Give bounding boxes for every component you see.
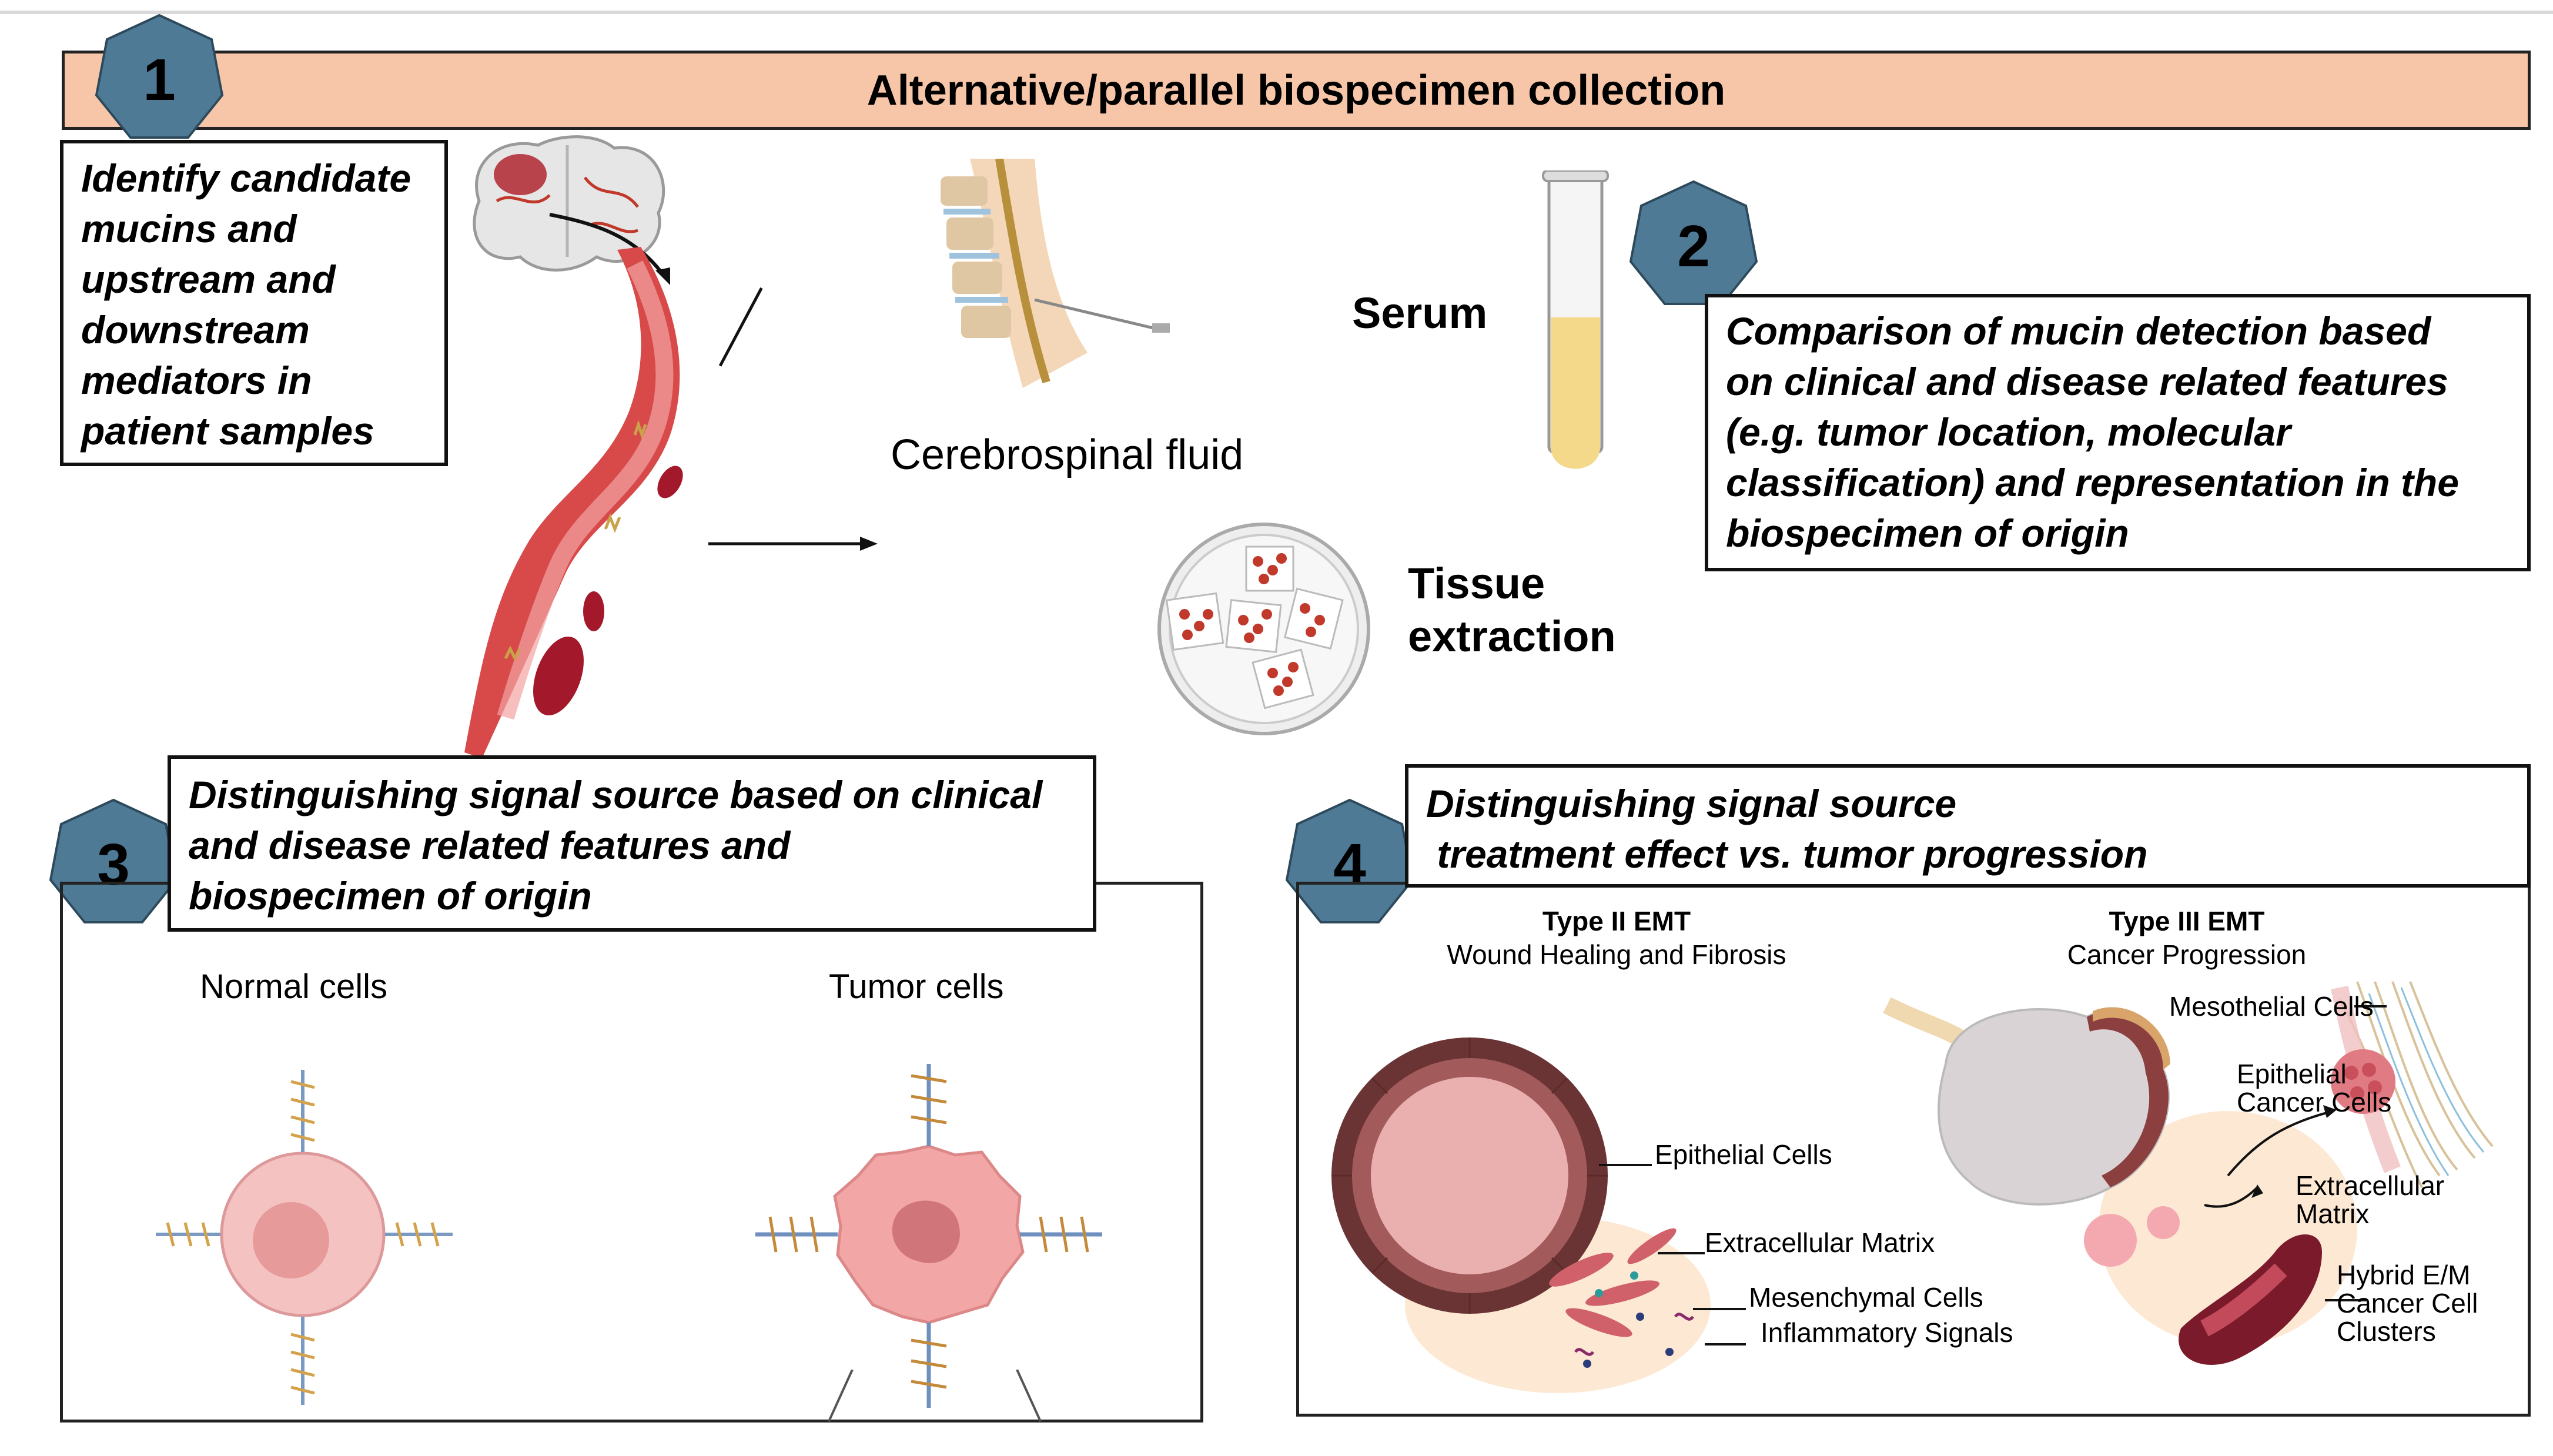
tumor-cell-illustration	[755, 1064, 1102, 1408]
leader-line	[1693, 1308, 1746, 1310]
top-rule	[0, 11, 2553, 14]
tissue-label-line1: Tissue	[1408, 559, 1545, 608]
tumor-cells-label: Tumor cells	[829, 968, 1004, 1006]
step-2-box: Comparison of mucin detection based on c…	[1705, 294, 2531, 571]
blood-vessel-illustration	[464, 247, 683, 758]
leader-line	[2354, 1005, 2387, 1008]
label-mesenchymal-cells: Mesenchymal Cells	[1749, 1282, 1983, 1313]
step-2-hexagon: 2	[1629, 180, 1758, 305]
step-2-line: classification) and representation in th…	[1726, 461, 2459, 504]
spine-illustration	[941, 159, 1170, 388]
step-1-line: mediators in	[81, 359, 312, 402]
step-1-hexagon: 1	[95, 14, 224, 139]
leader-line	[1705, 1343, 1746, 1345]
step-3-hexagon: 3	[49, 798, 178, 923]
tissue-label-line2: extraction	[1408, 612, 1616, 661]
label-ecm-2: Matrix	[2296, 1199, 2370, 1229]
type2-title: Type II EMT	[1542, 906, 1691, 936]
label-hybrid-3: Clusters	[2337, 1316, 2436, 1347]
step-4-box: Distinguishing signal source treatment e…	[1405, 764, 2531, 888]
label-ecm-1: Extracellular	[2296, 1170, 2445, 1201]
type3-emt-illustration	[1883, 981, 2494, 1365]
step-1-line: downstream	[81, 308, 310, 352]
step-3-line: and disease related features and	[189, 824, 791, 867]
label-inflammatory-signals: Inflammatory Signals	[1761, 1317, 2013, 1348]
vessel-to-specimens-arrow	[708, 537, 878, 551]
step-4-line: treatment effect vs. tumor progression	[1426, 832, 2148, 876]
step-1-line: upstream and	[81, 257, 336, 301]
type3-title: Type III EMT	[2109, 906, 2265, 936]
label-hybrid-2: Cancer Cell	[2337, 1288, 2478, 1318]
banner-title: Alternative/parallel biospecimen collect…	[62, 51, 2531, 130]
type2-subtitle: Wound Healing and Fibrosis	[1447, 939, 1786, 970]
label-epithelial-cancer-2: Cancer Cells	[2237, 1087, 2392, 1117]
step-2-number: 2	[1677, 213, 1710, 279]
step-2-line: Comparison of mucin detection based	[1726, 309, 2431, 353]
step-3-line: biospecimen of origin	[189, 874, 592, 918]
leader-line	[2325, 1299, 2366, 1301]
step-1-line: mucins and	[81, 207, 297, 250]
label-epithelial-cancer-1: Epithelial	[2237, 1059, 2347, 1089]
step-2-line: biospecimen of origin	[1726, 511, 2129, 555]
label-mesothelial-cells: Mesothelial Cells	[2169, 991, 2374, 1022]
step-4-line: Distinguishing signal source	[1426, 782, 1957, 825]
label-epithelial-cells: Epithelial Cells	[1655, 1139, 1832, 1170]
serum-label: Serum	[1352, 289, 1488, 337]
step-2-line: on clinical and disease related features	[1726, 360, 2448, 403]
step-3-number: 3	[97, 832, 130, 898]
leader-line	[1658, 1252, 1705, 1254]
normal-cell-illustration	[156, 1070, 453, 1405]
leader-line	[1599, 1164, 1652, 1166]
tissue-dish-illustration	[1157, 523, 1370, 735]
serum-tube-illustration	[1542, 170, 1609, 469]
brain-to-vessel-arrow	[549, 213, 670, 285]
step-1-number: 1	[143, 47, 176, 113]
type3-subtitle: Cancer Progression	[2067, 939, 2307, 970]
step-4-number: 4	[1333, 832, 1366, 898]
step-1-box: Identify candidate mucins and upstream a…	[60, 140, 448, 466]
type2-emt-illustration	[1331, 1037, 1711, 1393]
normal-cells-label: Normal cells	[200, 968, 388, 1006]
csf-label: Cerebrospinal fluid	[891, 431, 1244, 478]
tumor-base-lines	[828, 1370, 1042, 1422]
label-hybrid-1: Hybrid E/M	[2337, 1260, 2471, 1290]
step-1-line: Identify candidate	[81, 156, 411, 200]
step-2-line: (e.g. tumor location, molecular	[1726, 410, 2291, 454]
step-3-line: Distinguishing signal source based on cl…	[189, 773, 1043, 816]
step-1-line: patient samples	[81, 409, 374, 453]
step-3-box: Distinguishing signal source based on cl…	[168, 755, 1096, 932]
step-4-hexagon: 4	[1285, 798, 1414, 923]
label-extracellular-matrix: Extracellular Matrix	[1705, 1227, 1935, 1258]
